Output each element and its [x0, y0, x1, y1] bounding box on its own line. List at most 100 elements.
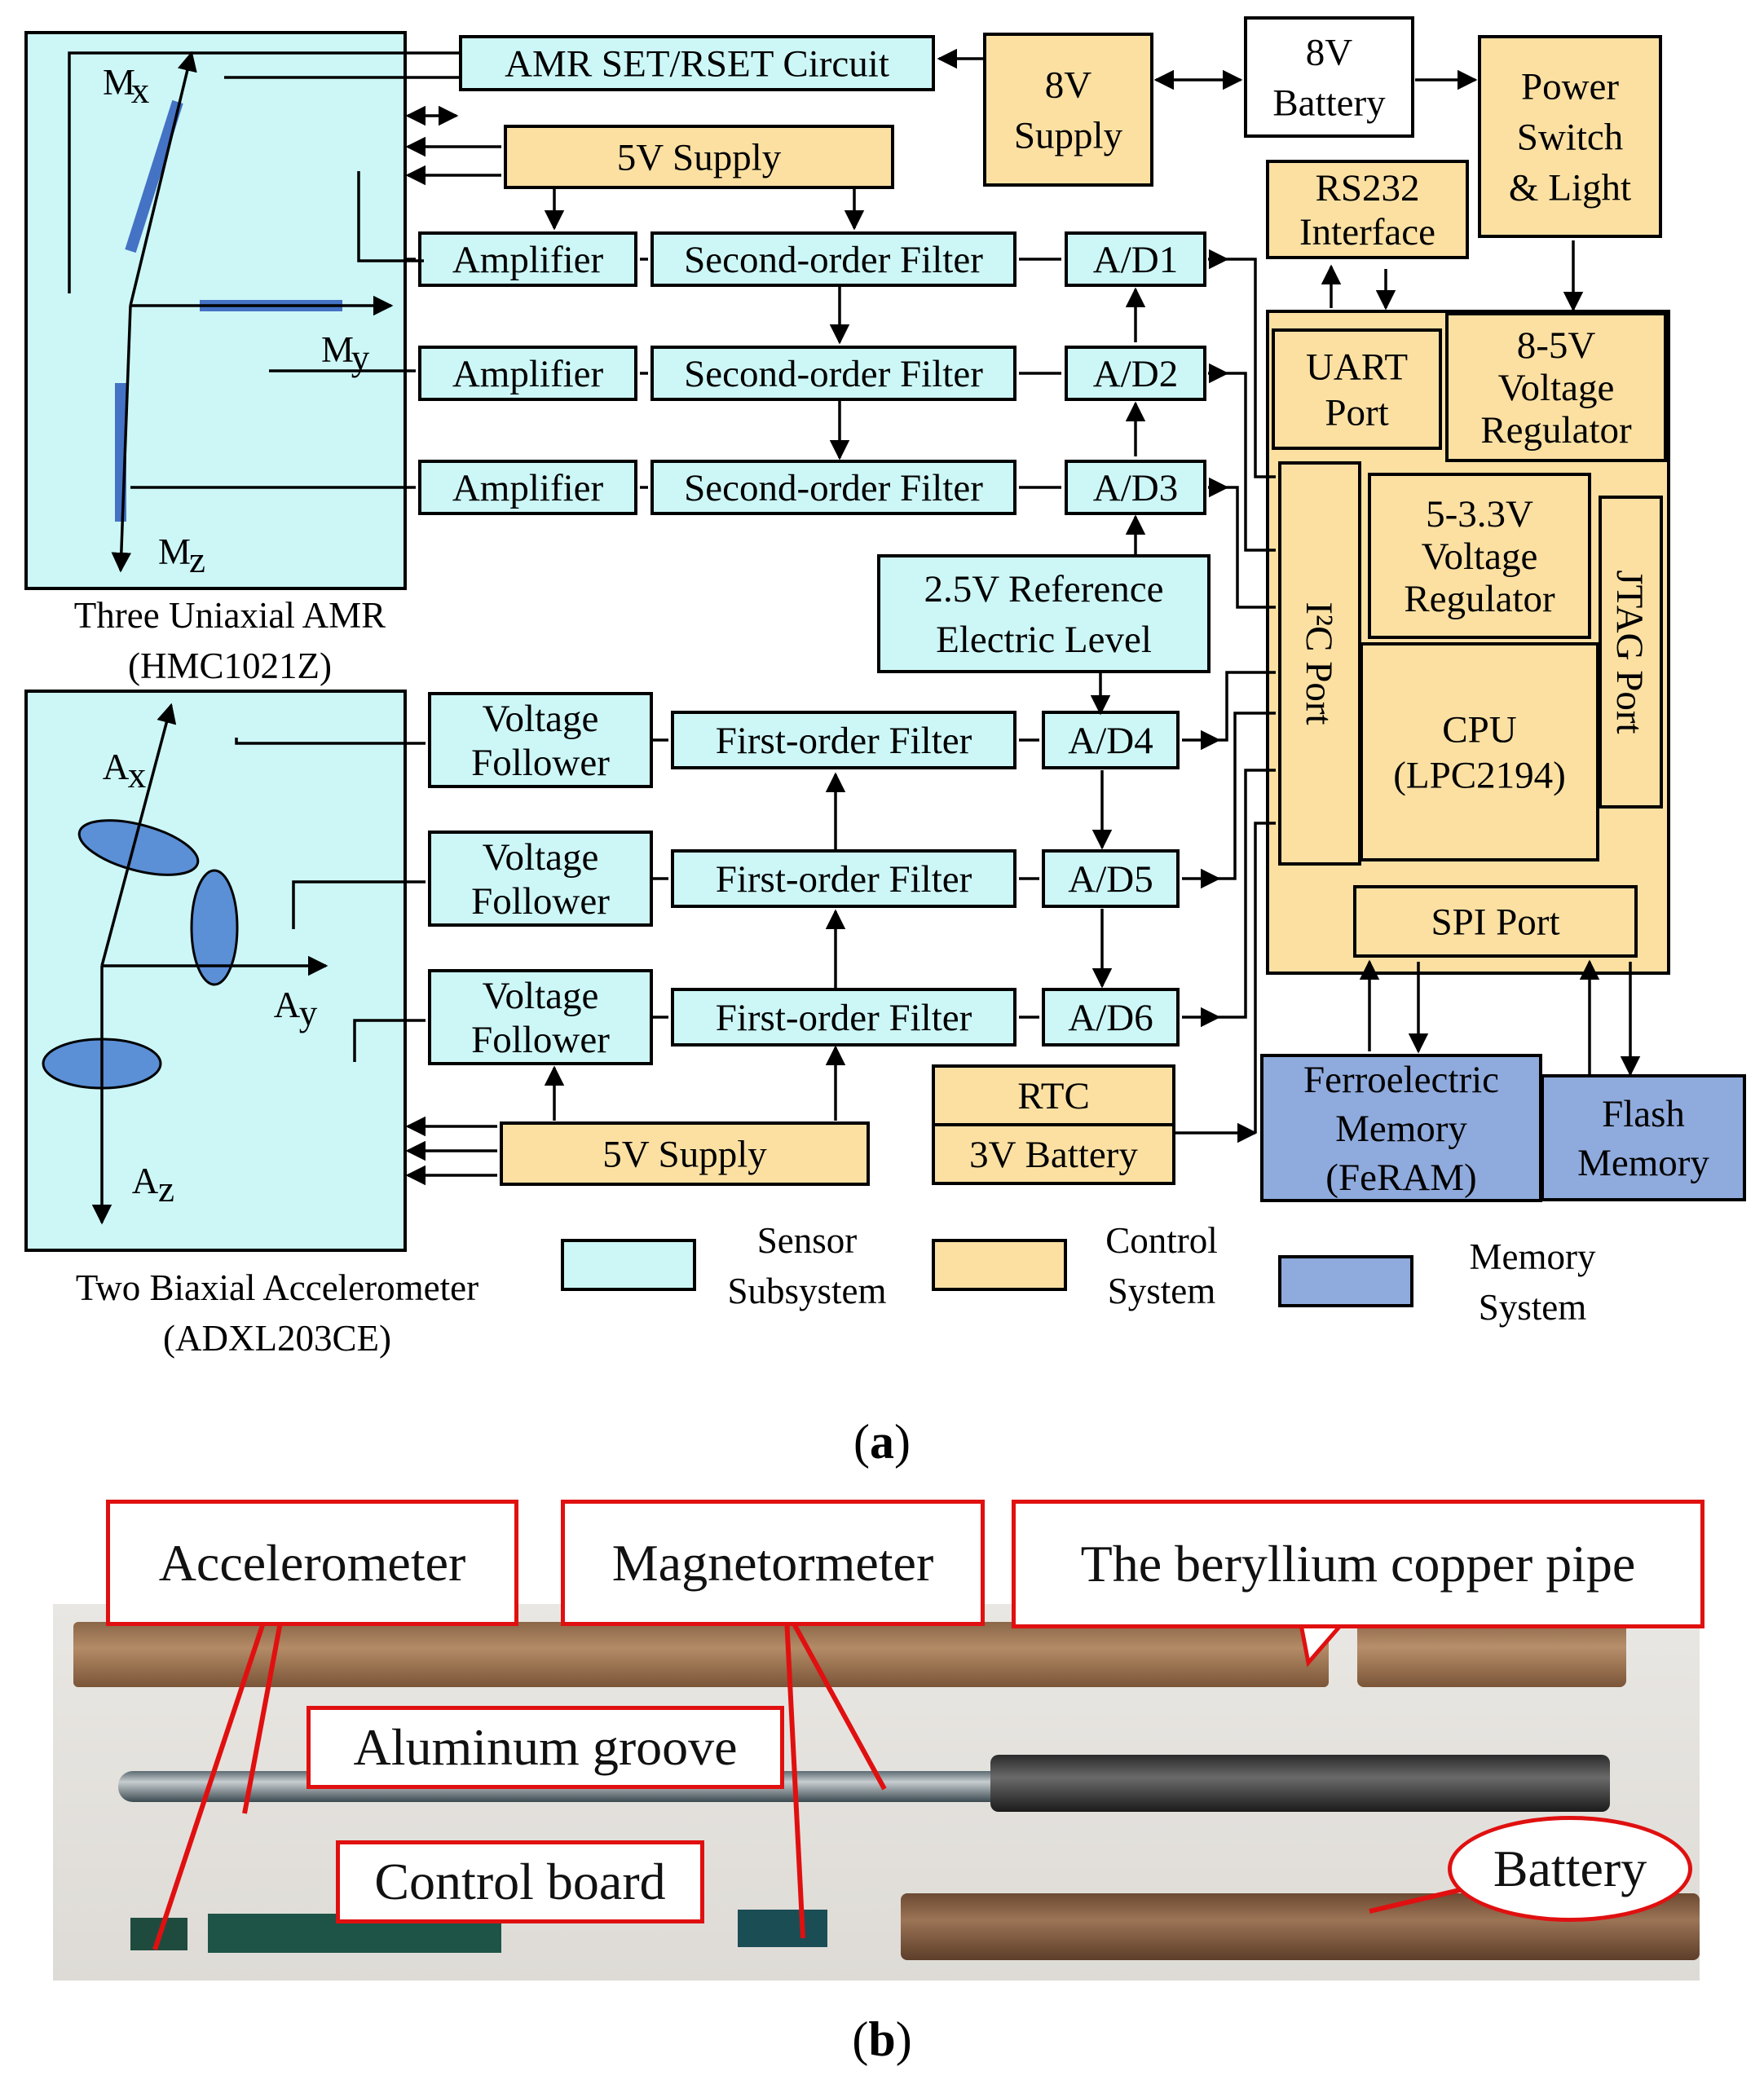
amplifier-3: [418, 460, 637, 515]
uart-port: [1272, 328, 1442, 450]
supply-5v-bottom: [500, 1121, 870, 1186]
feram: [1260, 1054, 1542, 1202]
amr-set-circuit-label: AMR SET/RSET Circuit: [505, 43, 889, 86]
w-ad1-i2c: [1227, 258, 1276, 478]
first-filter-1: [671, 711, 1017, 769]
mx-sub: x: [131, 70, 150, 111]
callout-board-label: Control board: [374, 1853, 666, 1910]
second-filter-1: [650, 231, 1017, 287]
w-ay-vf: [292, 880, 426, 929]
ad5-label: A/D5: [1068, 858, 1153, 901]
second-filter-1-label: Second-order Filter: [684, 239, 983, 281]
ax-sub: x: [128, 755, 147, 795]
supply-5v-bottom-label: 5V Supply: [602, 1134, 767, 1176]
first-filter-2: [671, 849, 1017, 908]
ay-label: A: [274, 985, 301, 1025]
regulator-5-3v: [1368, 473, 1591, 639]
amplifier-1-label: Amplifier: [452, 239, 604, 281]
az-label: A: [132, 1161, 159, 1201]
ad2: [1065, 346, 1206, 401]
supply-5v-top: [504, 125, 894, 189]
ax-axis: [100, 703, 177, 967]
ad1: [1065, 231, 1206, 287]
amr-coil-wire: [357, 171, 424, 262]
reference-level: [877, 554, 1211, 673]
voltage-follower-1: [428, 692, 653, 788]
callout-accelerometer: Accelerometer: [106, 1500, 518, 1626]
rtc: [932, 1064, 1175, 1126]
second-filter-2: [650, 346, 1017, 401]
hardware-photo: [53, 1604, 1700, 1981]
ay-sensor-disk: [190, 869, 239, 986]
callout-battery-label: Battery: [1493, 1840, 1647, 1897]
callout-battery: Battery: [1448, 1816, 1692, 1922]
cpu-label: CPU(LPC2194): [1393, 709, 1566, 797]
amplifier-3-label: Amplifier: [452, 467, 604, 509]
callout-board: Control board: [336, 1840, 704, 1923]
w-rtc-i2c-2: [1254, 822, 1276, 1133]
copper-pipe-short: [1357, 1620, 1626, 1687]
connector-assembly: [990, 1755, 1610, 1812]
voltage-follower-2: [428, 831, 653, 927]
first-filter-3: [671, 988, 1017, 1046]
w-ad2-i2c: [1227, 372, 1276, 552]
amr-caption: Three Uniaxial AMR(HMC1021Z): [74, 595, 386, 686]
callout-pipe-label: The beryllium copper pipe: [1080, 1535, 1636, 1593]
magnetometer-board: [738, 1910, 827, 1947]
callout-pipe: The beryllium copper pipe: [1012, 1500, 1704, 1628]
ad2-label: A/D2: [1093, 353, 1178, 395]
caption-a: (a): [853, 1415, 911, 1469]
w-ax-vf: [235, 738, 426, 745]
power-switch: [1478, 35, 1662, 238]
ax-sensor-disk: [77, 819, 200, 876]
amr-set-wire: [68, 51, 461, 293]
callout-magnetometer-label: Magnetormeter: [611, 1533, 934, 1592]
battery-3v: [932, 1123, 1175, 1185]
ax-label: A: [103, 747, 130, 787]
jtag-port-label: JTAG Port: [1608, 570, 1651, 734]
regulator-8-5v: [1445, 312, 1667, 462]
rtc-label: RTC: [1017, 1075, 1090, 1117]
spi-port-label: SPI Port: [1431, 901, 1559, 944]
mz-axis: [111, 305, 132, 573]
ad1-label: A/D1: [1093, 239, 1178, 281]
first-filter-1-label: First-order Filter: [716, 720, 972, 762]
caption-b: (b): [852, 2012, 912, 2066]
w-ad5-i2c: [1219, 712, 1276, 880]
copper-pipe-long: [73, 1622, 1329, 1687]
legend-control-swatch: [932, 1239, 1067, 1291]
supply-5v-top-label: 5V Supply: [617, 137, 782, 179]
spi-port: [1353, 885, 1638, 958]
ad4: [1042, 711, 1180, 769]
accel-caption: Two Biaxial Accelerometer(ADXL203CE): [76, 1267, 478, 1359]
my-label: M: [321, 329, 354, 370]
legend-memory-swatch: [1278, 1255, 1413, 1307]
ad3-label: A/D3: [1093, 467, 1178, 509]
second-filter-3-label: Second-order Filter: [684, 467, 983, 509]
w-ad4-i2c: [1219, 671, 1276, 742]
jtag-port: [1599, 496, 1663, 809]
first-filter-2-label: First-order Filter: [716, 858, 972, 901]
amplifier-1: [418, 231, 637, 287]
callout-accelerometer-label: Accelerometer: [158, 1533, 466, 1592]
rs232-interface: [1266, 160, 1469, 259]
callout-groove: Aluminum groove: [306, 1706, 784, 1789]
ad6-label: A/D6: [1068, 997, 1153, 1039]
mx-label: M: [103, 62, 135, 103]
first-filter-3-label: First-order Filter: [716, 997, 972, 1039]
